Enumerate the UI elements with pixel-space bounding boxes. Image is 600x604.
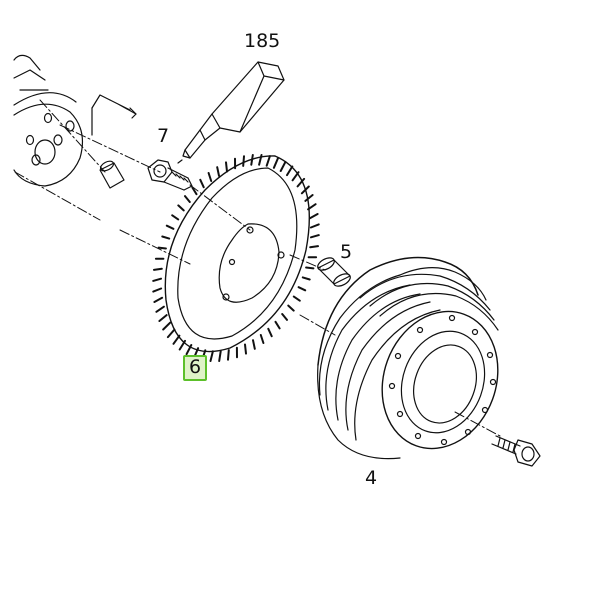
dowel-pin [99, 160, 125, 189]
bolt-7 [147, 159, 193, 191]
sleeve-5 [317, 257, 351, 287]
pulley-bolt [491, 435, 541, 467]
center-axis-lines [14, 99, 501, 437]
callout-7: 7 [157, 125, 170, 147]
pulley-bolt-holes [388, 314, 497, 446]
callout-185: 185 [244, 30, 281, 52]
callout-4: 4 [365, 467, 378, 489]
trigger-wheel [152, 154, 320, 362]
callout-6-highlighted[interactable]: 6 [183, 355, 208, 381]
crankshaft-flange [13, 54, 83, 187]
callout-5: 5 [340, 241, 353, 263]
pulley-4 [317, 256, 499, 460]
bracket-screw [91, 94, 137, 136]
wheel-teeth [152, 154, 320, 362]
sealant-tube [177, 61, 285, 164]
